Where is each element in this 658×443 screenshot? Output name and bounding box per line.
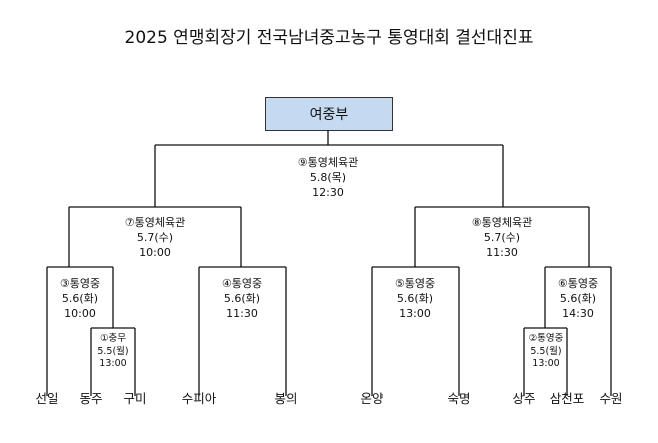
match-date: 5.6(화) (61, 292, 99, 305)
team-label: 숙명 (447, 391, 471, 406)
match-2-info: ②통영중 5.5(월) 13:00 (529, 333, 564, 371)
match-3-info: ③통영중 5.6(화) 10:00 (60, 276, 100, 321)
match-time: 13:00 (399, 307, 431, 320)
team-label: 수피아 (181, 391, 217, 406)
match-venue: ⑨통영체육관 (297, 156, 359, 169)
match-venue: ⑤통영중 (394, 277, 436, 290)
match-4-info: ④통영중 5.6(화) 11:30 (222, 276, 262, 321)
match-date: 5.5(월) (97, 345, 129, 357)
match-date: 5.7(수) (136, 231, 174, 244)
match-9-info: ⑨통영체육관 5.8(목) 12:30 (298, 155, 358, 200)
match-date: 5.8(목) (309, 171, 347, 184)
team-label: 수원 (599, 391, 623, 406)
match-time: 10:00 (64, 307, 96, 320)
match-5-info: ⑤통영중 5.6(화) 13:00 (395, 276, 435, 321)
match-7-info: ⑦통영체육관 5.7(수) 10:00 (125, 215, 185, 260)
match-time: 11:30 (226, 307, 258, 320)
match-1-info: ①충무 5.5(월) 13:00 (97, 333, 128, 371)
match-venue: ⑧통영체육관 (471, 216, 533, 229)
team-label: 상주 (512, 391, 536, 406)
match-8-info: ⑧통영체육관 5.7(수) 11:30 (472, 215, 532, 260)
match-venue: ③통영중 (59, 277, 101, 290)
team-label: 봉의 (274, 391, 298, 406)
match-time: 13:00 (532, 358, 560, 369)
match-date: 5.6(화) (396, 292, 434, 305)
match-6-info: ⑥통영중 5.6(화) 14:30 (558, 276, 598, 321)
match-venue: ②통영중 (528, 333, 564, 344)
team-label: 삼천포 (549, 391, 585, 406)
match-time: 14:30 (562, 307, 594, 320)
match-date: 5.6(화) (559, 292, 597, 305)
match-date: 5.6(화) (223, 292, 261, 305)
match-venue: ⑦통영체육관 (124, 216, 186, 229)
match-time: 10:00 (139, 246, 171, 259)
match-venue: ⑥통영중 (557, 277, 599, 290)
page-title: 2025 연맹회장기 전국남녀중고농구 통영대회 결선대진표 (124, 28, 534, 48)
team-label: 동주 (79, 391, 103, 406)
match-time: 13:00 (99, 358, 127, 369)
match-time: 12:30 (312, 186, 344, 199)
division-label: 여중부 (265, 97, 393, 131)
match-date: 5.7(수) (483, 231, 521, 244)
match-date: 5.5(월) (530, 345, 562, 357)
match-venue: ④통영중 (221, 277, 263, 290)
team-label: 온양 (360, 391, 384, 406)
team-label: 선일 (35, 391, 59, 406)
match-venue: ①충무 (99, 333, 126, 344)
match-time: 11:30 (486, 246, 518, 259)
team-label: 구미 (123, 391, 147, 406)
